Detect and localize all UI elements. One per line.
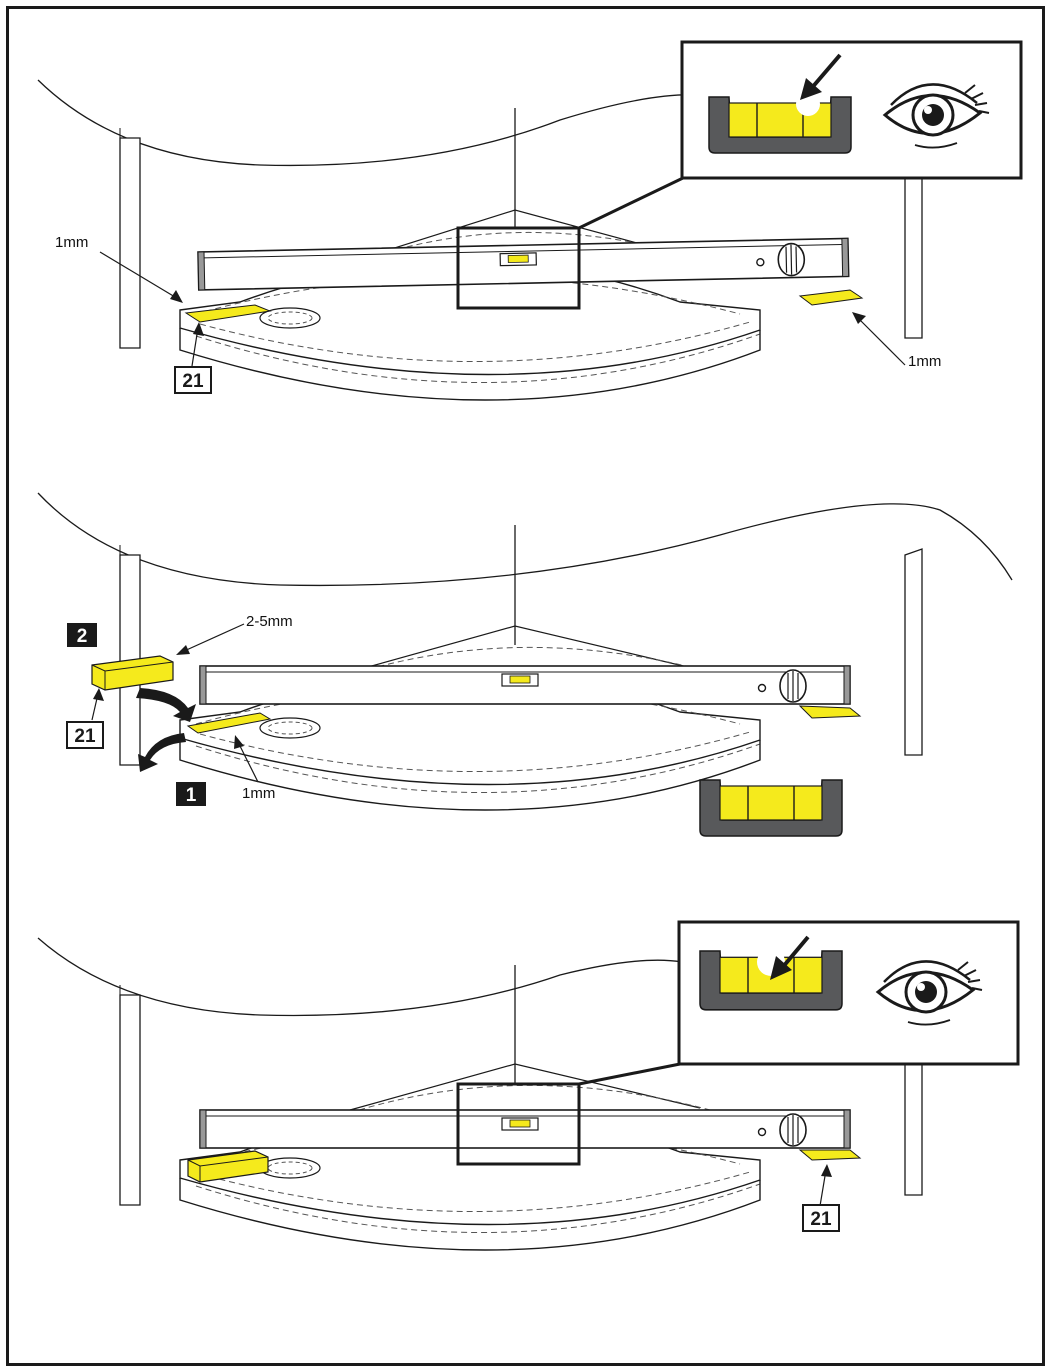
label-1mm-right: 1mm <box>908 353 941 370</box>
spirit-level <box>199 1109 851 1149</box>
spirit-level <box>197 237 850 291</box>
arrow-icon <box>136 688 196 722</box>
wedge-block <box>91 655 174 691</box>
wall-top-edge <box>37 937 683 1017</box>
arrow-icon <box>138 733 186 772</box>
zoom-box <box>456 1082 581 1166</box>
wedge-block <box>187 1150 269 1183</box>
step-2-tag: 2 <box>77 626 88 647</box>
wall-top-edge <box>37 492 1013 587</box>
part-tag-21: 21 <box>810 1209 832 1230</box>
zoom-box <box>456 226 581 310</box>
spirit-level <box>199 665 851 705</box>
arrow-icon <box>800 78 822 100</box>
label-1mm: 1mm <box>242 785 275 802</box>
part-tag-21: 21 <box>74 726 96 747</box>
panel-2: 2 1 2-5mm 1mm 21 <box>37 492 1013 811</box>
arrow-icon <box>770 956 792 980</box>
step-1-tag: 1 <box>186 785 197 806</box>
panel-3: 21 <box>37 779 1020 1251</box>
label-1mm-left: 1mm <box>55 234 88 251</box>
label-2-5mm: 2-5mm <box>246 613 293 630</box>
part-tag-21: 21 <box>182 371 204 392</box>
spirit-level-bubble-icon <box>708 96 852 154</box>
panel-1: 1mm 1mm 21 <box>37 40 1023 401</box>
